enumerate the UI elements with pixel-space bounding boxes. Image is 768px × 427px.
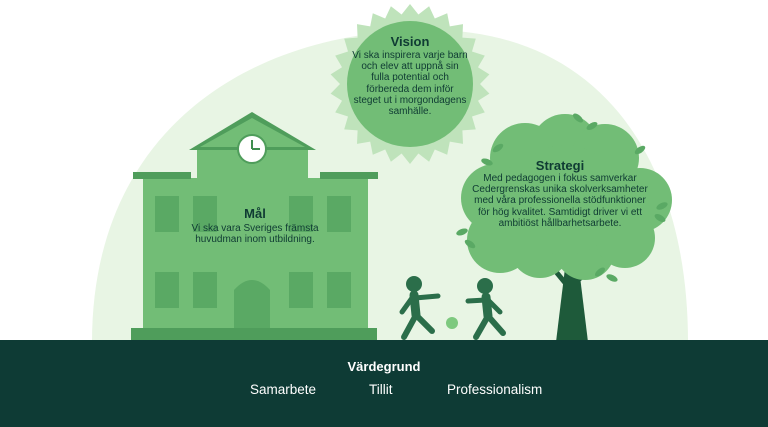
football bbox=[446, 317, 458, 329]
tree bbox=[456, 113, 672, 342]
goal-title: Mål bbox=[244, 206, 266, 221]
vision-title: Vision bbox=[390, 34, 430, 49]
values-title: Värdegrund bbox=[347, 359, 421, 374]
child-right bbox=[465, 278, 506, 340]
strategy-text: Med pedagogen i fokus samverkar Cedergre… bbox=[472, 173, 648, 229]
value-item: Professionalism bbox=[447, 382, 543, 397]
vision-text: Vi ska inspirera varje barn och elev att… bbox=[352, 50, 468, 117]
tree-leaves bbox=[456, 113, 668, 282]
value-item: Tillit bbox=[369, 382, 393, 397]
goal-text: Vi ska vara Sveriges främsta huvudman in… bbox=[191, 223, 319, 246]
strategy-title: Strategi bbox=[535, 158, 585, 173]
values-band bbox=[0, 340, 768, 427]
clock-icon bbox=[237, 134, 267, 164]
school-building bbox=[131, 112, 378, 340]
school-windows bbox=[155, 196, 351, 308]
sun-badge bbox=[330, 4, 490, 164]
value-item: Samarbete bbox=[250, 382, 317, 397]
school-door bbox=[234, 280, 270, 328]
child-left bbox=[399, 276, 441, 340]
